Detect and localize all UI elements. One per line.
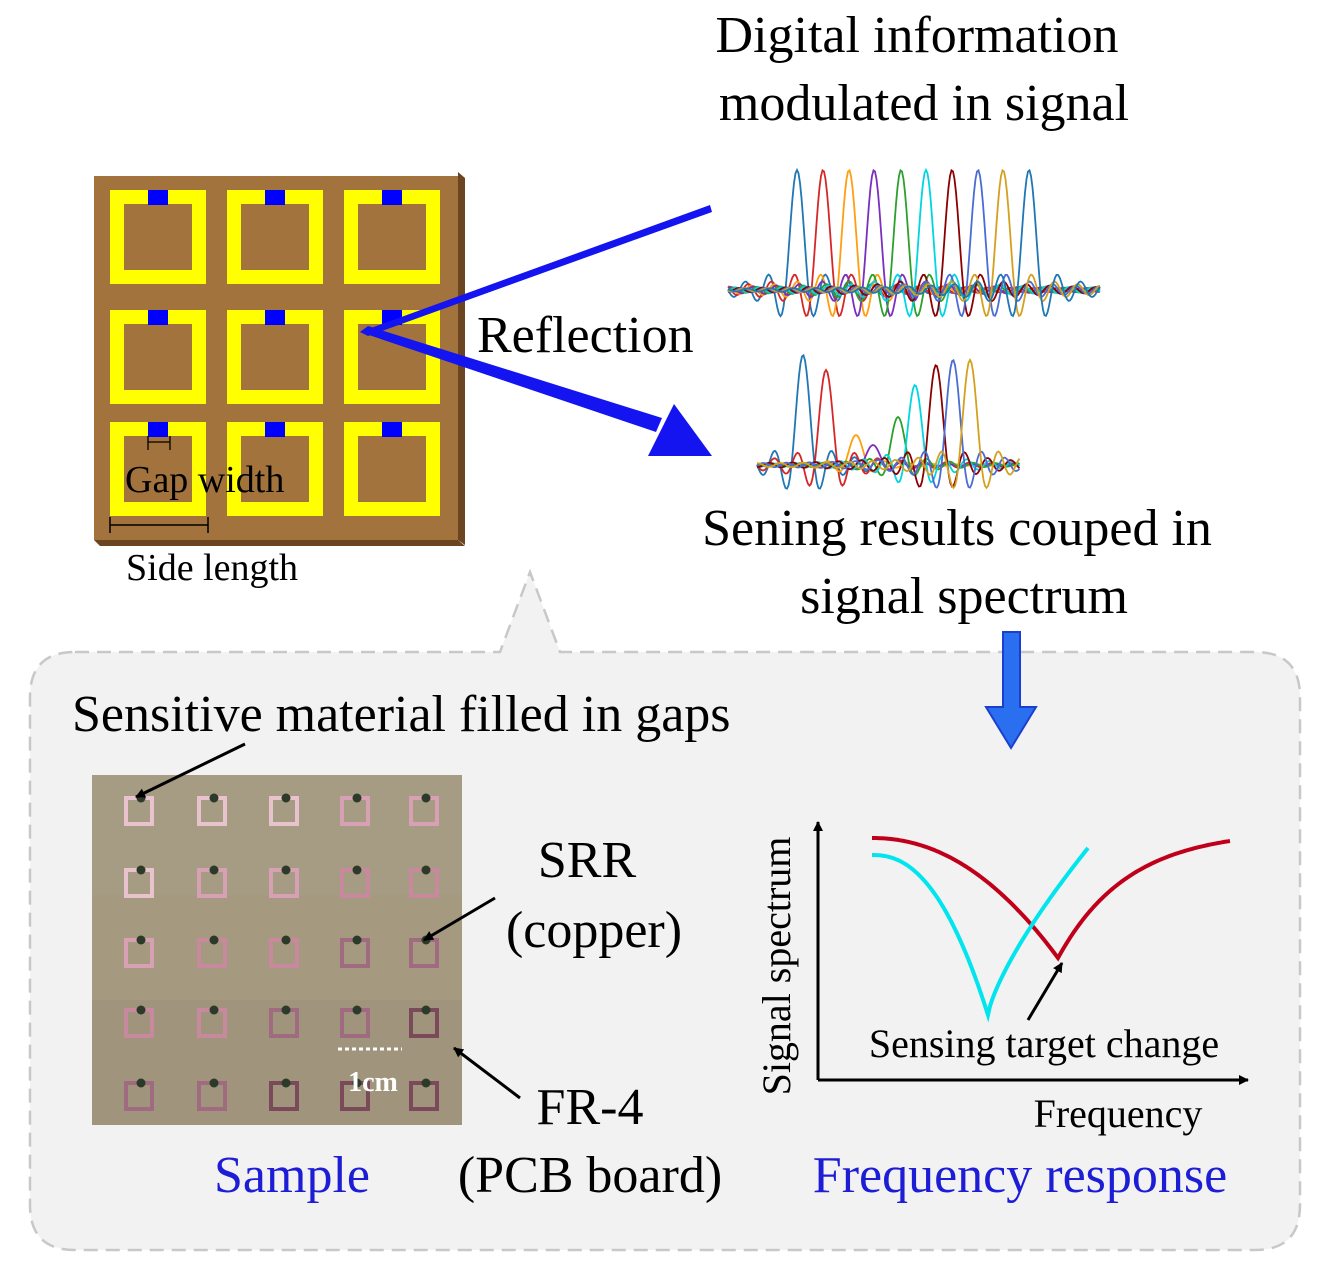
photo-srr-ring	[197, 1078, 227, 1111]
srr-unit-cell	[227, 310, 323, 404]
sensing-signal-plot	[756, 353, 1021, 490]
srr-pointer	[423, 896, 496, 942]
down-arrow	[984, 631, 1038, 750]
srr-unit-cell	[110, 422, 206, 516]
signal-waveform	[756, 358, 1021, 489]
frequency-response-caption: Frequency response	[813, 1147, 1227, 1204]
target-change-pointer	[1026, 962, 1064, 1021]
photo-srr-ring	[124, 1078, 154, 1111]
photo-srr-ring	[124, 1005, 154, 1038]
photo-srr-ring	[124, 935, 154, 968]
photo-srr-ring	[197, 1005, 227, 1038]
fr4-pointer	[453, 1046, 521, 1100]
srr-gap	[382, 422, 402, 437]
srr-unit-cell	[227, 190, 323, 284]
sensitive-material-label: Sensitive material filled in gaps	[72, 686, 731, 743]
gap-width-label: Gap width	[125, 459, 284, 501]
photo-srr-ring	[409, 793, 439, 826]
photo-srr-ring	[340, 793, 370, 826]
target-change-label: Sensing target change	[869, 1021, 1219, 1066]
sensitive-pointer	[135, 742, 246, 799]
reflection-label: Reflection	[477, 307, 694, 364]
reflection-arrow-down	[360, 326, 712, 456]
signal-waveform	[756, 358, 1021, 490]
photo-srr-ring	[409, 1078, 439, 1111]
y-axis-label: Signal spectrum	[754, 837, 799, 1096]
sensing-caption-line-1: Sening results couped in	[702, 500, 1212, 557]
photo-srr-ring	[197, 935, 227, 968]
sensing-caption-line-2: signal spectrum	[800, 568, 1128, 625]
sample-photo: 1cm	[92, 775, 462, 1125]
response-curve-before	[872, 846, 1090, 1023]
photo-srr-ring	[269, 793, 299, 826]
srr-array-schematic: Gap width Side length	[94, 172, 465, 589]
photo-srr-ring	[269, 1078, 299, 1111]
fr4-label-line-2: (PCB board)	[458, 1147, 722, 1204]
side-length-label: Side length	[126, 547, 298, 589]
photo-srr-ring	[340, 865, 370, 898]
response-curve-after	[872, 836, 1231, 962]
srr-unit-cell	[110, 190, 206, 284]
x-axis-label: Frequency	[1034, 1091, 1203, 1136]
sample-caption: Sample	[214, 1147, 370, 1204]
srr-gap	[265, 422, 285, 437]
header-line-1: Digital information	[716, 7, 1119, 64]
srr-gap	[265, 190, 285, 205]
srr-label-line-1: SRR	[538, 832, 637, 889]
srr-gap	[148, 190, 168, 205]
photo-srr-ring	[269, 935, 299, 968]
photo-srr-ring	[197, 793, 227, 826]
photo-srr-ring	[340, 1005, 370, 1038]
srr-gap	[148, 422, 168, 437]
photo-srr-ring	[269, 865, 299, 898]
srr-unit-cell	[344, 190, 440, 284]
photo-srr-ring	[340, 935, 370, 968]
srr-label-line-2: (copper)	[506, 902, 682, 959]
header-line-2: modulated in signal	[719, 75, 1129, 132]
fr4-label-line-1: FR-4	[537, 1079, 644, 1136]
photo-srr-ring	[124, 865, 154, 898]
reflection-arrow-up	[360, 205, 712, 336]
photo-srr-ring	[409, 1005, 439, 1038]
signal-waveform	[727, 168, 1101, 318]
srr-gap	[148, 310, 168, 325]
srr-unit-cell	[344, 422, 440, 516]
srr-gap	[265, 310, 285, 325]
photo-srr-ring	[340, 1078, 370, 1111]
modulated-signal-plot	[727, 167, 1101, 318]
srr-gap	[382, 190, 402, 205]
scale-label: 1cm	[348, 1067, 398, 1098]
frequency-response-plot: Sensing target change Signal spectrum Fr…	[754, 821, 1249, 1136]
srr-unit-cell	[110, 310, 206, 404]
photo-srr-ring	[409, 865, 439, 898]
pcb-board	[94, 176, 458, 540]
srr-unit-cell	[227, 422, 323, 516]
photo-srr-ring	[197, 865, 227, 898]
photo-srr-ring	[269, 1005, 299, 1038]
